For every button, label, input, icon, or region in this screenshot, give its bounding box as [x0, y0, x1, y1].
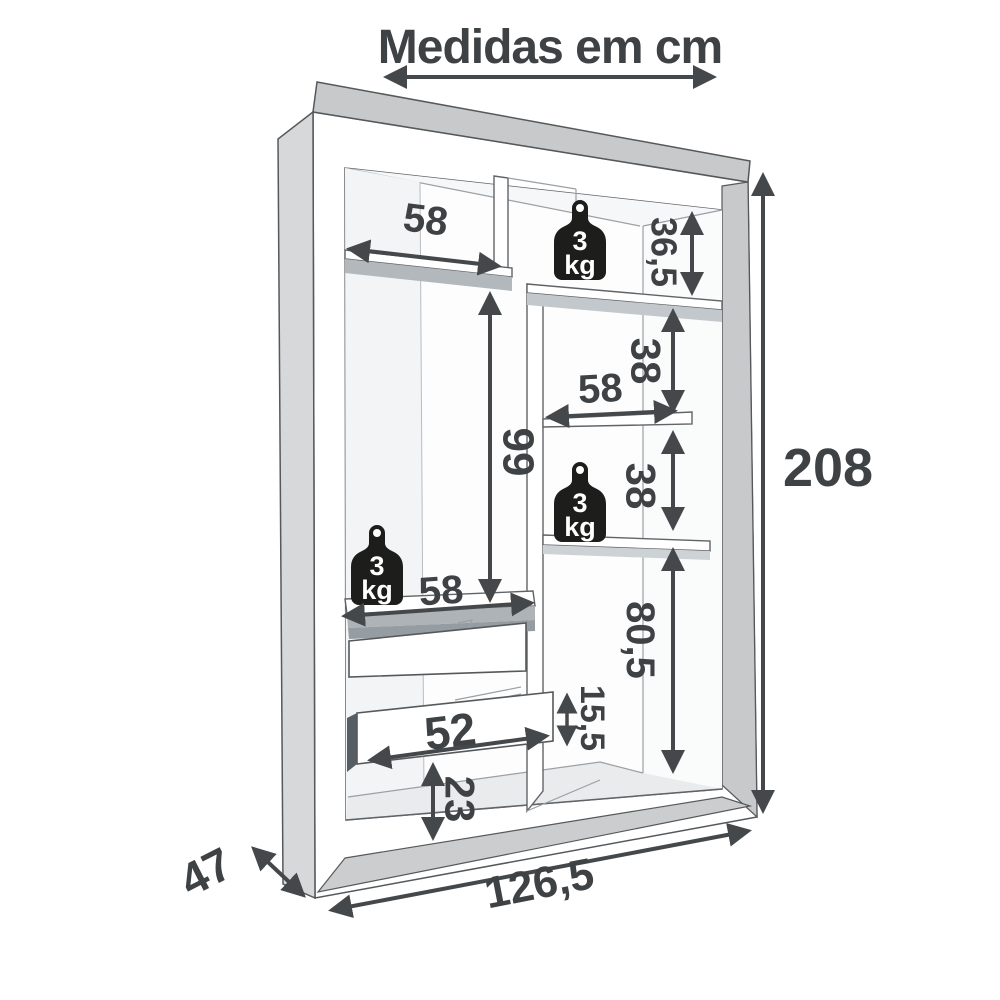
- right-side-edge: [721, 181, 758, 819]
- weight-badge-middle-right: 3 kg: [554, 462, 606, 542]
- dim-right-lower-height: 80,5: [618, 601, 662, 679]
- dim-top-right-compartment-height: 36,5: [644, 217, 685, 287]
- badge-unit-label: kg: [564, 512, 596, 542]
- dim-right-middle-gap: 38: [618, 463, 665, 510]
- weight-icon: [554, 462, 606, 542]
- left-side-panel: [277, 110, 316, 900]
- dimension-arrows: [251, 172, 775, 919]
- arrow-left-shelf-width: [341, 592, 535, 627]
- dim-drawer-front-height: 15,5: [573, 685, 611, 751]
- weight-badge-top-right: 3 kg: [554, 200, 606, 280]
- arrow-right-shelf-width: [545, 399, 678, 429]
- arrow-drawer-width: [367, 726, 550, 770]
- interior-ceiling: [345, 168, 722, 226]
- dim-right-shelf-width: 58: [577, 366, 624, 412]
- badge-value-label: 3: [572, 488, 587, 518]
- arrow-top-left-shelf-width: [346, 239, 502, 276]
- drawer-upper-front: [348, 622, 527, 678]
- dim-left-shelf-width: 58: [417, 568, 464, 615]
- top-panel-edge: [312, 81, 751, 183]
- dim-below-drawer-height: 23: [437, 776, 484, 823]
- diagram-title: Medidas em cm: [378, 21, 722, 74]
- dim-top-left-shelf-width: 58: [401, 196, 451, 245]
- weight-icon: [351, 525, 403, 605]
- top-divider: [493, 175, 509, 271]
- dim-overall-height: 208: [783, 438, 873, 498]
- weight-icon: [554, 200, 606, 280]
- wardrobe-structure: [277, 81, 758, 900]
- dimension-labels: 58 36,5 208 38 58 38 99 58 80,5 15,5 52 …: [171, 196, 873, 919]
- badge-unit-label: kg: [361, 575, 393, 605]
- dim-overall-depth: 47: [171, 837, 240, 907]
- arrow-overall-width: [328, 822, 752, 919]
- dim-right-upper-gap: 38: [623, 338, 670, 385]
- drawer-lower-side: [347, 713, 357, 772]
- arrow-overall-depth: [251, 846, 306, 898]
- badge-value-label: 3: [369, 551, 384, 581]
- badge-value-label: 3: [572, 226, 587, 256]
- badge-unit-label: kg: [564, 250, 596, 280]
- dim-drawer-width: 52: [421, 702, 478, 760]
- dim-left-hanging-height: 99: [494, 428, 543, 477]
